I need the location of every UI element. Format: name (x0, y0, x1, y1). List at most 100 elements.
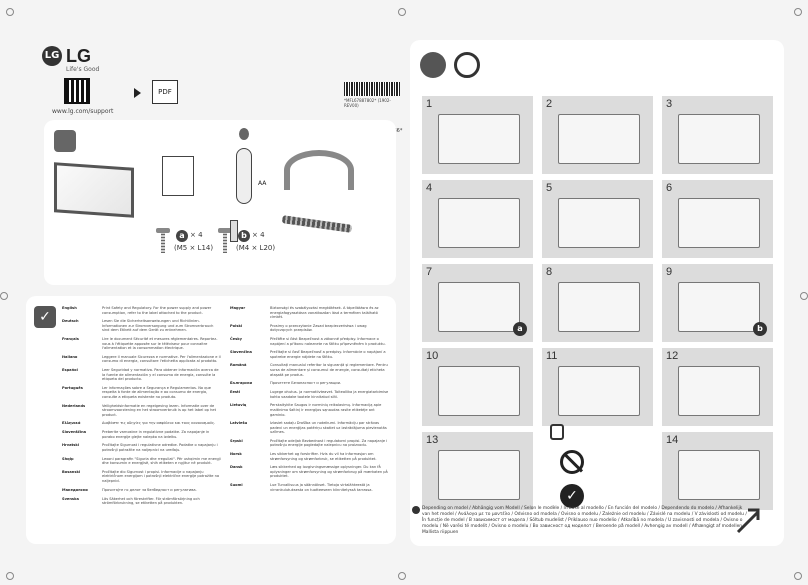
remote-illustration (236, 148, 252, 204)
language-name: Български (230, 381, 253, 386)
tv-illustration (54, 162, 134, 218)
crop-mark (6, 572, 14, 580)
step-illustration (678, 282, 760, 332)
language-name: Italiano (62, 354, 78, 359)
language-name: Ελληνικά (62, 421, 81, 426)
step-illustration (438, 198, 520, 248)
crop-mark (800, 292, 808, 300)
language-name: Dansk (230, 465, 243, 470)
language-name: Slovenčina (230, 350, 252, 355)
brand-tagline: Life's Good (66, 66, 100, 73)
step-number: 12 (666, 350, 679, 362)
step-illustration (678, 114, 760, 164)
step-illustration (678, 450, 760, 500)
language-name: Slovenščina (62, 430, 87, 435)
step-illustration (558, 282, 640, 332)
language-name: Latviešu (230, 421, 248, 426)
manual-illustration (162, 156, 194, 196)
badge-b: b (238, 230, 250, 242)
language-row: Nederlands Veiligheidsinformatie en regel… (62, 404, 222, 418)
language-text: Les sikkerhet og forskrifter. Hvis du vi… (270, 452, 377, 461)
box-icon (54, 130, 76, 152)
language-text: Prečítajte si časť Bezpečnosť a predpisy… (270, 350, 386, 359)
language-text: Lue Turvallisuus ja säännökset. Tietoja … (270, 483, 373, 492)
language-text: Læs sikkerhed og lovgivningsmæssige oply… (270, 465, 388, 479)
language-text: Biztonsági és szabályozási megkötések. A… (270, 306, 379, 320)
no-liquid-icon (454, 52, 480, 78)
language-name: Polski (230, 323, 243, 328)
language-text: Прочитајте го делот за безбедност и регу… (102, 487, 197, 492)
step-illustration (678, 198, 760, 248)
language-row: Português Ler informações sobre a Seguran… (62, 386, 222, 400)
language-row: Shqip Lexoni paragrafin "Siguria dhe rreg… (62, 457, 222, 466)
language-row: Italiano Leggere il manuale Sicurezza e n… (62, 355, 222, 364)
language-name: Deutsch (62, 319, 79, 324)
step-number: 3 (666, 98, 673, 110)
step-number: 13 (426, 434, 439, 446)
arrow-right-icon (134, 88, 141, 98)
language-text: Consultați manualul referitor la siguran… (270, 363, 388, 377)
language-name: Magyar (230, 306, 246, 310)
language-text: Leggere il manuale Sicurezza e normative… (102, 354, 221, 364)
language-name: Español (62, 367, 78, 372)
battery-label: AA (258, 180, 267, 187)
language-name: Norsk (230, 452, 242, 457)
language-row: Magyar Biztonsági és szabályozási megköté… (230, 306, 390, 320)
step-illustration (438, 366, 520, 416)
brand-header: LG LG Life's Good www.lg.com/support PDF… (26, 40, 402, 134)
step-8-panel: 8 (542, 264, 653, 342)
support-url[interactable]: www.lg.com/support (52, 108, 114, 115)
step-number: 10 (426, 350, 439, 362)
language-row: Norsk Les sikkerhet og forskrifter. Hvis … (230, 452, 390, 461)
check-icon: ✓ (560, 484, 584, 508)
screw-a-spec: (M5 × L14) (174, 244, 214, 252)
lock-icon (550, 424, 564, 440)
language-text: Veiligheidsinformatie en regelgeving lez… (102, 403, 217, 417)
language-text: Přečtěte si část Bezpečnost a zákonné př… (270, 336, 386, 346)
barcode-revision: (1902-REV00) (344, 98, 391, 108)
language-text: Ler informações sobre a Segurança e Regu… (102, 385, 212, 399)
language-name: Română (230, 363, 247, 368)
language-text: Lexoni paragrafin "Siguria dhe rregullat… (102, 456, 221, 466)
step-number: 2 (546, 98, 553, 110)
step-number: 6 (666, 182, 673, 194)
crop-mark (398, 572, 406, 580)
language-name: Português (62, 385, 83, 390)
step-illustration (558, 114, 640, 164)
pdf-icon[interactable]: PDF (152, 80, 178, 104)
language-text: Pročitajte odeljak Bezbednost i regulato… (270, 438, 388, 448)
step-11-panel: 11 (542, 348, 653, 426)
depending-on-model-note: Depending on model / Abhängig vom Modell… (410, 506, 750, 536)
language-text: Prosimy o przeczytanie Zasad bezpieczeńs… (270, 323, 367, 333)
screw-b-qty: × 4 (252, 231, 265, 239)
language-text: Läs Säkerhet och föreskrifter. För ström… (102, 496, 200, 506)
language-row: Polski Prosimy o przeczytanie Zasad bezpi… (230, 324, 390, 333)
barcode-number: *MFL67887802* (344, 98, 377, 103)
lg-logo-icon: LG (42, 46, 62, 66)
barcode (344, 82, 400, 96)
language-name: Shqip (62, 456, 74, 461)
prohibited-icon (560, 450, 584, 474)
screw-a-illustration (156, 228, 170, 254)
language-text: Perskaitykite Saugos ir norminių reikala… (270, 403, 382, 417)
badge-a: a (176, 230, 188, 242)
step-illustration (438, 114, 520, 164)
qr-code-icon[interactable] (64, 78, 90, 104)
barcode-text: *MFL67887802* (1902-REV00) (344, 98, 396, 108)
step-illustration (678, 366, 760, 416)
step-4-panel: 4 (422, 180, 533, 258)
language-name: Nederlands (62, 403, 86, 408)
brand-logo: LG (66, 46, 91, 66)
